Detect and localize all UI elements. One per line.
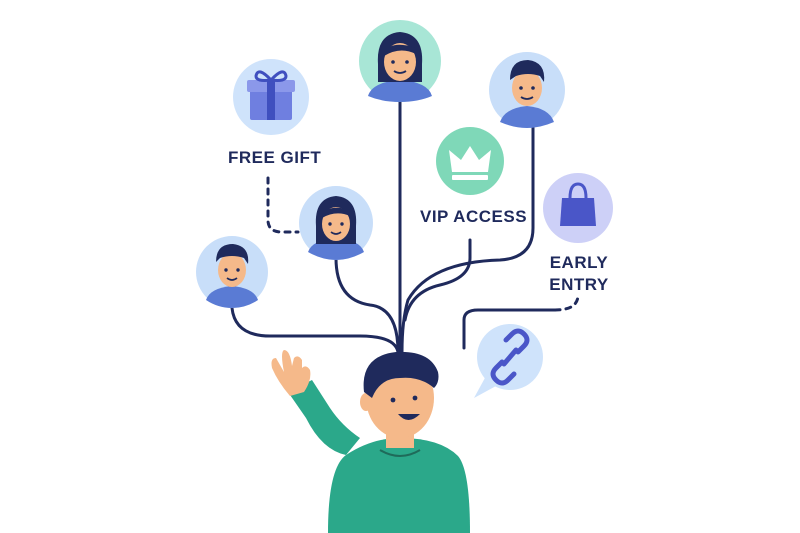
- line-vip: [403, 238, 472, 322]
- label-vip-access: VIP ACCESS: [420, 207, 528, 226]
- main-person-waving: [271, 350, 470, 533]
- dashed-lines: [266, 176, 580, 312]
- line-mid-avatar: [334, 256, 400, 354]
- dash-early-entry: [553, 293, 580, 312]
- avatar-woman-top: [359, 20, 441, 102]
- gift-icon: [233, 59, 309, 135]
- label-early-entry-line2: ENTRY: [549, 275, 609, 294]
- label-early-entry-line1: EARLY: [549, 253, 609, 272]
- connection-lines: [230, 100, 557, 354]
- avatar-man-left: [196, 236, 268, 308]
- shopping-bag-icon: [543, 173, 613, 243]
- avatar-woman-middle: [299, 186, 373, 260]
- line-left-avatar: [230, 306, 400, 354]
- link-icon: [474, 324, 543, 398]
- avatar-man-right: [489, 52, 565, 128]
- line-early: [462, 308, 557, 350]
- dash-free-gift: [266, 176, 300, 234]
- crown-icon: [436, 127, 504, 195]
- label-early-entry: EARLY ENTRY: [549, 252, 609, 296]
- label-free-gift: FREE GIFT: [228, 148, 322, 167]
